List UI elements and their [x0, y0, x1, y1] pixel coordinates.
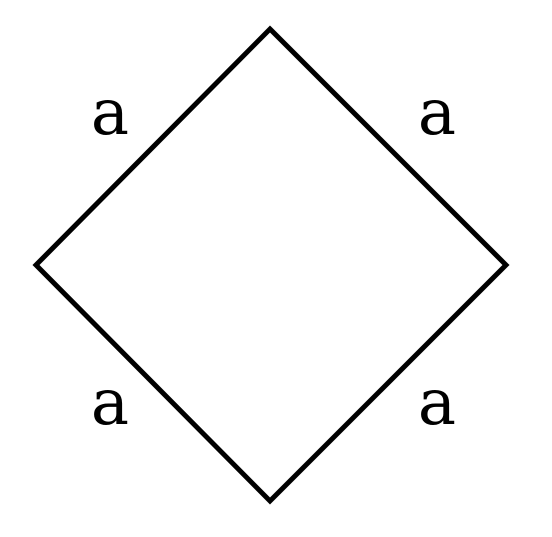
side-label-top-left: a	[91, 76, 129, 150]
side-label-top-right: a	[418, 76, 456, 150]
rhombus-outline	[32, 25, 510, 505]
side-label-bottom-left: a	[91, 366, 129, 440]
side-label-bottom-right: a	[418, 366, 456, 440]
